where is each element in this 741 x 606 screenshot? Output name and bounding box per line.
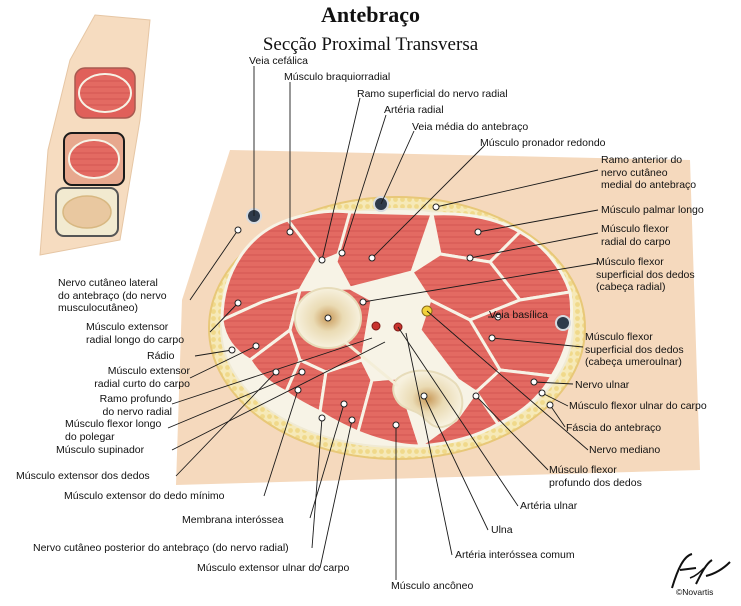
ulna-bone bbox=[392, 369, 464, 429]
label-extensor-ulnar-carpo: Músculo extensor ulnar do carpo bbox=[197, 562, 350, 574]
label-arteria-ulnar: Artéria ulnar bbox=[520, 500, 578, 512]
label-ulna: Ulna bbox=[491, 524, 513, 536]
label-extensor-dedos: Músculo extensor dos dedos bbox=[16, 470, 150, 482]
netter-signature-logo bbox=[671, 553, 731, 589]
label-palmar-longo: Músculo palmar longo bbox=[601, 204, 704, 216]
diagram-subtitle: Secção Proximal Transversa bbox=[262, 34, 479, 55]
label-fascia-antebraco: Fáscia do antebraço bbox=[566, 422, 662, 434]
label-flexor-ulnar-carpo: Músculo flexor ulnar do carpo bbox=[569, 400, 707, 412]
label-veia-media: Veia média do antebraço bbox=[412, 121, 529, 133]
label-veia-basilica: Veia basílica bbox=[489, 309, 548, 321]
copyright-text: ©Novartis bbox=[676, 587, 714, 597]
muscles bbox=[220, 209, 574, 448]
label-ramo-superficial: Ramo superficial do nervo radial bbox=[357, 88, 508, 100]
label-nervo-ulnar: Nervo ulnar bbox=[575, 379, 630, 391]
basilic-vein bbox=[555, 315, 571, 331]
interosseous-membrane bbox=[344, 340, 399, 388]
label-extensor-dedo-minimo: Músculo extensor do dedo mínimo bbox=[64, 490, 225, 502]
label-arteria-radial: Artéria radial bbox=[384, 104, 444, 116]
label-pronador-redondo: Músculo pronador redondo bbox=[480, 137, 606, 149]
label-arteria-interossea: Artéria interóssea comum bbox=[455, 549, 575, 561]
label-nervo-cutaneo-posterior: Nervo cutâneo posterior do antebraço (do… bbox=[33, 542, 289, 554]
label-supinador: Músculo supinador bbox=[56, 444, 145, 456]
label-musculo-braquiorradial: Músculo braquiorradial bbox=[284, 71, 391, 83]
radial-artery-deep bbox=[371, 321, 381, 331]
diagram-title: Antebraço bbox=[321, 2, 420, 27]
leader-lines bbox=[167, 66, 599, 580]
label-membrana-interossea: Membrana interóssea bbox=[182, 514, 284, 526]
label-anconeo: Músculo ancôneo bbox=[391, 580, 474, 592]
label-radio: Rádio bbox=[147, 350, 175, 362]
label-point-markers bbox=[228, 203, 554, 429]
label-nervo-mediano: Nervo mediano bbox=[589, 444, 661, 456]
forearm-location-thumbnail bbox=[39, 14, 151, 256]
label-veia-cefalica: Veia cefálica bbox=[249, 55, 308, 67]
